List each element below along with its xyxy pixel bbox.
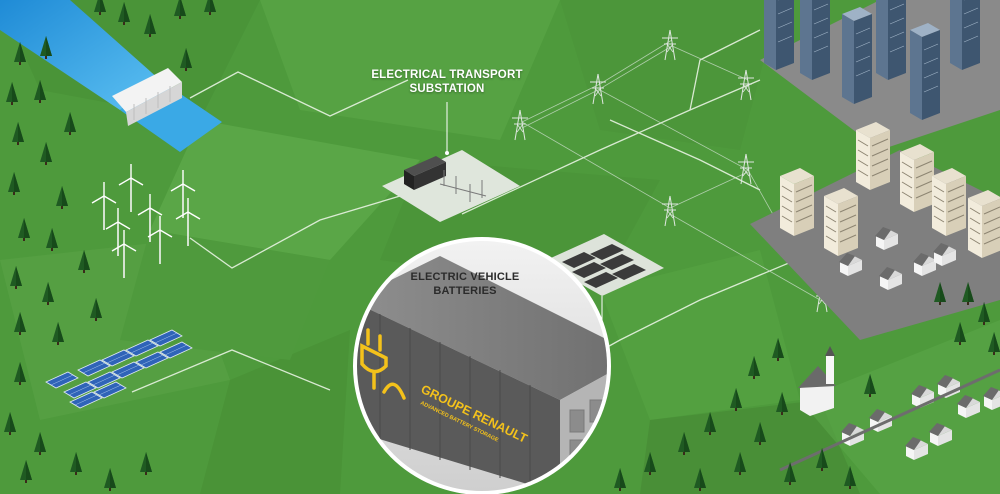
plug-icon	[360, 328, 388, 390]
flow-lines	[131, 29, 821, 393]
battery-closeup-lens: GROUPE RENAULT ADVANCED BATTERY STORAGE	[353, 237, 611, 494]
batteries-label-line1: ELECTRIC VEHICLE	[410, 271, 520, 283]
substation	[382, 102, 520, 222]
substation-label-line1: ELECTRICAL TRANSPORT	[371, 69, 523, 81]
power-arc-icon	[382, 382, 406, 400]
batteries-label: ELECTRIC VEHICLE BATTERIES	[390, 270, 540, 298]
hydro-dam	[0, 0, 222, 152]
substation-label-line2: SUBSTATION	[409, 83, 485, 95]
village	[779, 320, 1000, 494]
substation-label: ELECTRICAL TRANSPORT SUBSTATION	[352, 68, 542, 96]
batteries-label-line2: BATTERIES	[433, 285, 497, 297]
